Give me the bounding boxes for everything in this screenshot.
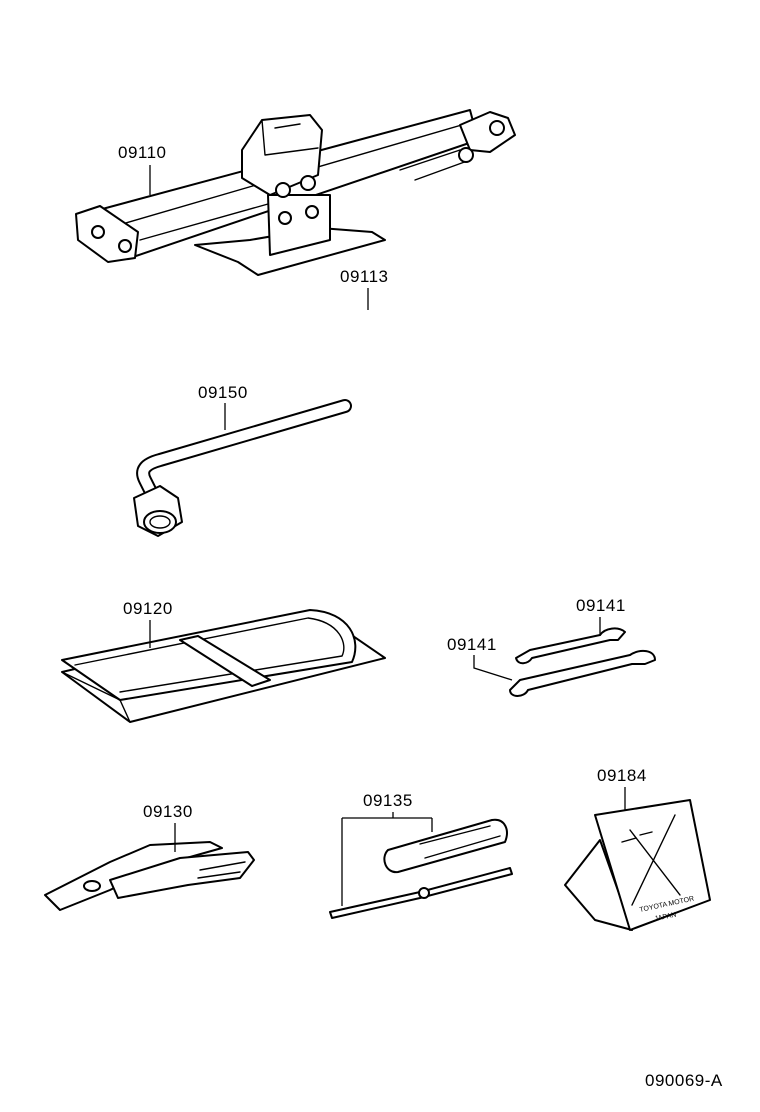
part-label-pliers: 09130 (143, 802, 193, 821)
part-label-wheel-wrench: 09150 (198, 383, 248, 402)
diagram-code: 090069-A (645, 1071, 723, 1090)
part-label-jack-handle: 09113 (340, 267, 389, 286)
wrenches-drawing (509, 627, 656, 697)
wheel-wrench-drawing (133, 399, 352, 537)
screwdriver-drawing (329, 818, 513, 919)
part-label-wrench-lower: 09141 (447, 635, 497, 654)
part-label-tool-bag: 09120 (123, 599, 173, 618)
part-label-wrench-upper: 09141 (576, 596, 626, 615)
tool-bag-drawing (61, 609, 386, 723)
part-label-screwdriver: 09135 (363, 791, 413, 810)
pliers-drawing (44, 841, 255, 911)
chock-print-line2: JAPAN (654, 912, 677, 923)
part-label-wheel-chock: 09184 (597, 766, 647, 785)
leader-lines (149, 165, 626, 906)
jack-drawing (75, 109, 516, 276)
jack-handle-drawing (252, 278, 724, 344)
part-label-jack: 09110 (118, 143, 167, 162)
wheel-chock-drawing (564, 799, 711, 931)
